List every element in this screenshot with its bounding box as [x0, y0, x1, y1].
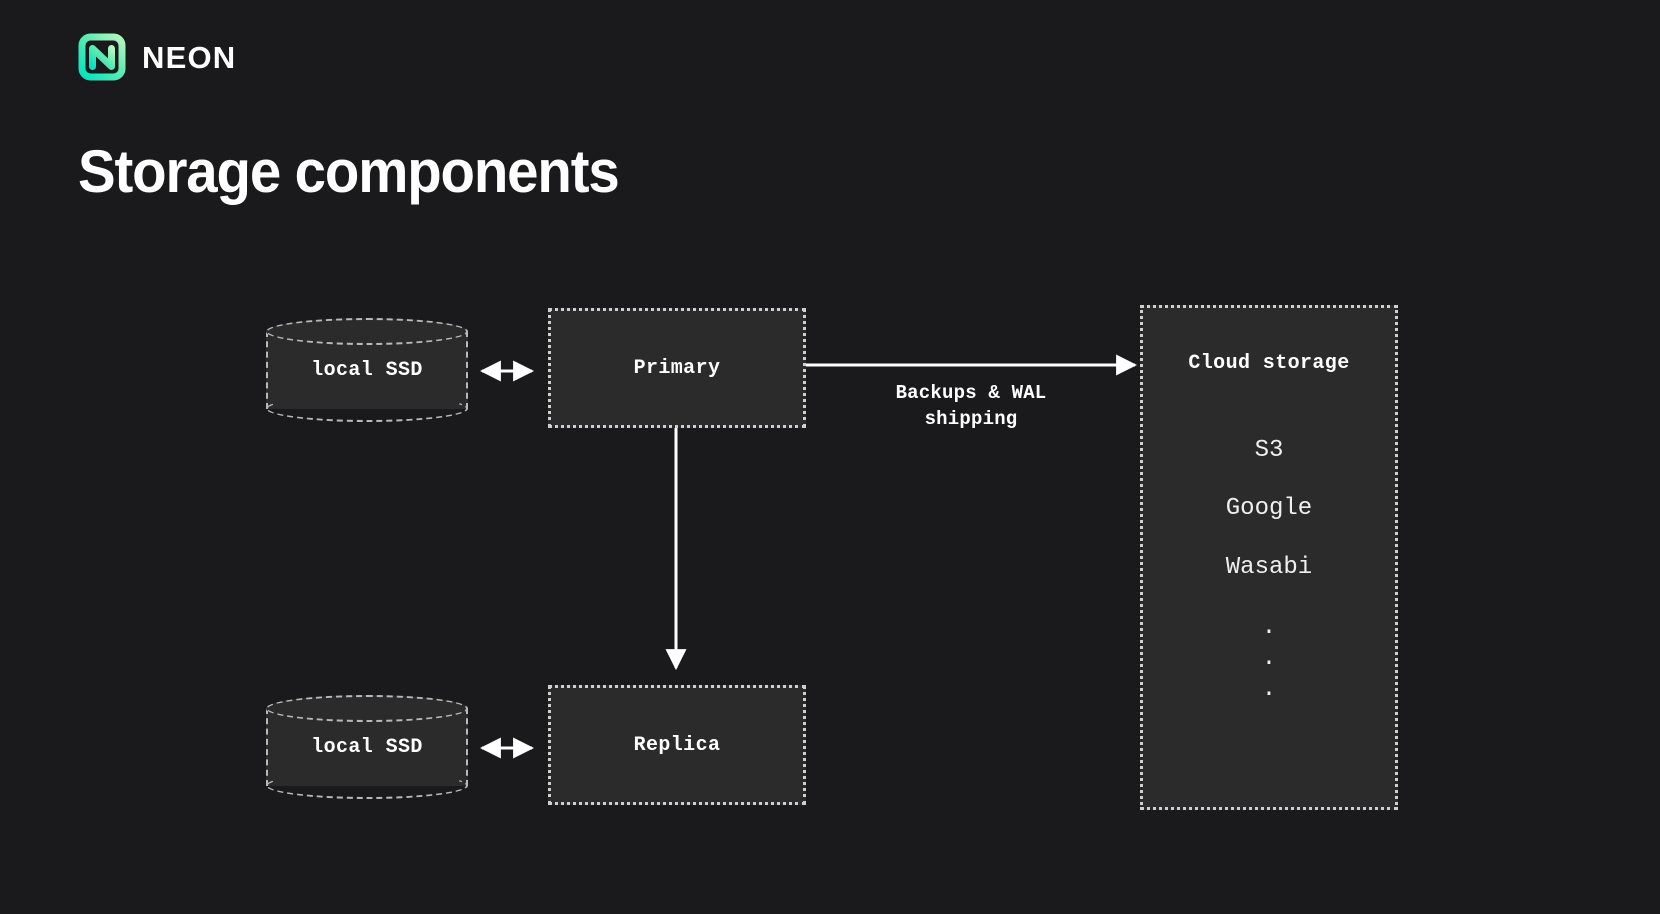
- node-local-ssd-replica[interactable]: local SSD: [266, 695, 468, 799]
- node-local-ssd-primary[interactable]: local SSD: [266, 318, 468, 422]
- neon-logo-mark-icon: [78, 33, 126, 81]
- ellipsis-dot: .: [1261, 613, 1277, 641]
- ellipsis-dot: .: [1261, 676, 1277, 704]
- node-replica[interactable]: Replica: [548, 685, 806, 805]
- cylinder-bottom-ellipse: [266, 772, 468, 799]
- cylinder-bottom-ellipse: [266, 395, 468, 422]
- cylinder-top-ellipse: [266, 695, 468, 722]
- node-label: Cloud storage: [1188, 352, 1350, 375]
- cloud-provider-item: Wasabi: [1225, 553, 1313, 581]
- cloud-provider-list: S3 Google Wasabi . . .: [1222, 437, 1316, 706]
- cylinder-top-ellipse: [266, 318, 468, 345]
- edge-label-backups-wal: Backups & WAL shipping: [895, 382, 1047, 431]
- ellipsis-dot: .: [1261, 645, 1277, 673]
- brand-logo: NEON: [78, 33, 236, 81]
- node-label: local SSD: [311, 358, 423, 382]
- node-label: Replica: [633, 733, 721, 757]
- node-cloud-storage[interactable]: Cloud storage S3 Google Wasabi . . .: [1140, 305, 1398, 810]
- node-primary[interactable]: Primary: [548, 308, 806, 428]
- brand-wordmark: NEON: [142, 39, 237, 75]
- cloud-provider-item: Google: [1225, 495, 1313, 523]
- node-label: Primary: [633, 356, 721, 380]
- cloud-provider-item: S3: [1254, 437, 1284, 464]
- node-label: local SSD: [311, 735, 423, 759]
- cloud-provider-ellipsis: . . .: [1222, 612, 1316, 706]
- page-title: Storage components: [78, 138, 620, 205]
